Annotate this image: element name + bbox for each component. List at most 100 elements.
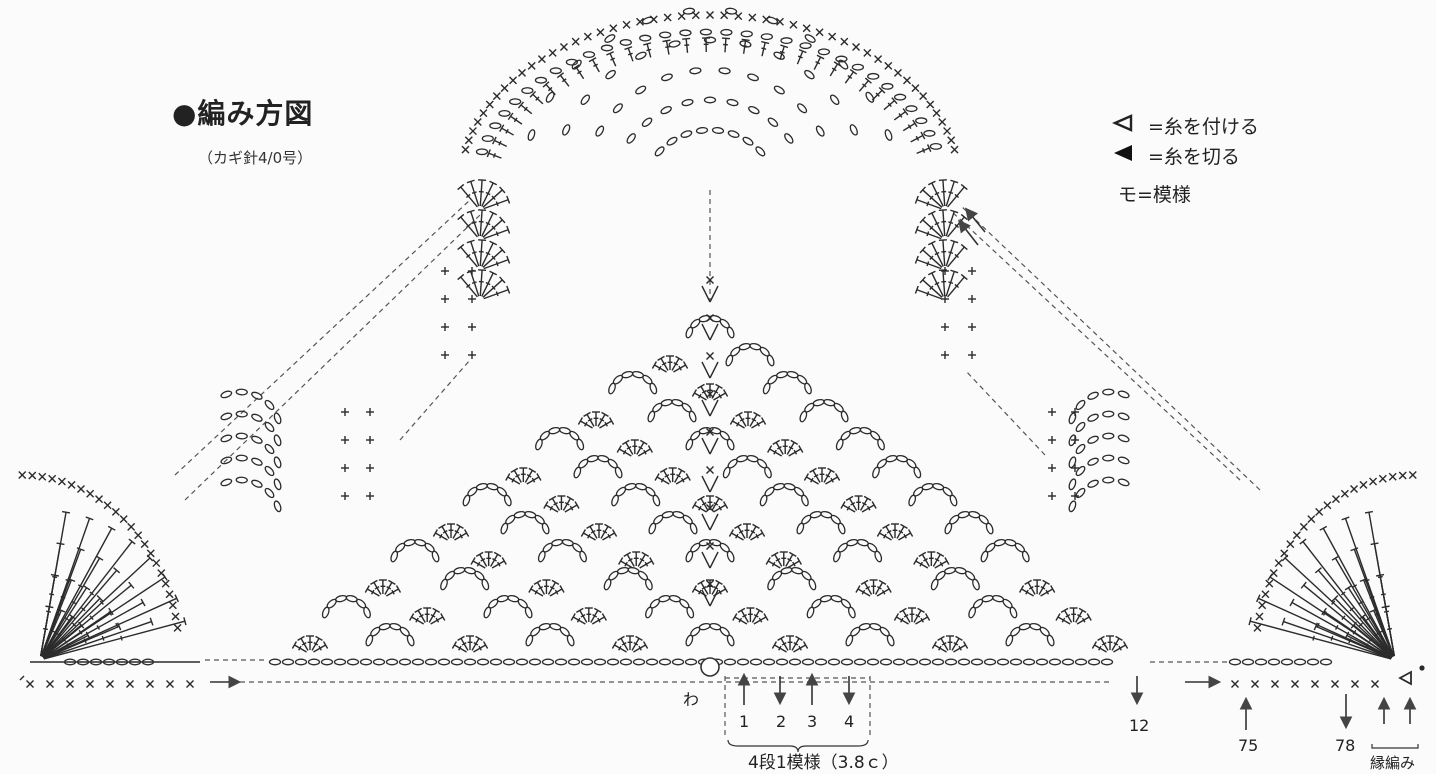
open-triangle-icon	[1112, 114, 1148, 137]
chain-stitch	[816, 659, 827, 665]
chain-stitch	[685, 326, 694, 338]
chain-stitch	[530, 659, 541, 665]
dashed-guide	[960, 205, 1260, 490]
row-label-78: 78	[1335, 736, 1355, 755]
double-crochet-bar	[1376, 575, 1384, 576]
chain-stitch	[709, 623, 721, 631]
double-crochet-tick	[472, 192, 477, 193]
double-crochet-bar	[529, 586, 533, 593]
double-crochet-bar	[1345, 586, 1352, 590]
double-crochet-bar	[410, 614, 414, 621]
chain-stitch	[500, 522, 509, 534]
double-crochet-bar	[1098, 636, 1105, 640]
chain-stitch	[671, 399, 683, 407]
chain-stitch	[773, 85, 785, 96]
center-v-mark	[710, 476, 718, 492]
double-crochet-bar	[932, 642, 936, 649]
double-crochet-bar	[1371, 543, 1379, 544]
chain-stitch	[849, 124, 859, 136]
chain-stitch	[669, 40, 681, 48]
chain-stitch	[1118, 412, 1130, 421]
chain-stitch	[648, 522, 657, 534]
chain-stitch	[755, 145, 767, 157]
double-crochet-tick	[923, 148, 925, 152]
chain-stitch	[1118, 434, 1130, 443]
row-label-1: 1	[739, 712, 749, 731]
chain-stitch	[796, 102, 808, 114]
chain-stitch	[820, 511, 832, 519]
chain-stitch	[933, 659, 944, 665]
chain-stitch	[640, 35, 651, 41]
double-crochet-bar	[96, 556, 103, 560]
double-crochet-bar	[919, 552, 926, 556]
chain-stitch	[527, 129, 536, 141]
chain-stitch	[865, 91, 876, 103]
chain-stitch	[799, 410, 808, 422]
chain-stitch	[537, 550, 546, 562]
double-crochet-bar	[581, 530, 585, 537]
double-crochet-bar	[939, 240, 947, 241]
chain-stitch	[251, 457, 263, 467]
double-crochet-bar	[478, 180, 486, 181]
double-crochet-bar	[370, 580, 377, 584]
double-crochet-bar	[909, 530, 913, 537]
chain-stitch	[1075, 487, 1087, 499]
start-dot	[1419, 665, 1424, 670]
chain-stitch	[236, 389, 247, 395]
double-crochet-bar	[415, 608, 422, 612]
chain-stitch	[666, 136, 678, 147]
chain-stitch	[857, 539, 869, 547]
center-v-mark	[702, 552, 710, 568]
chain-stitch	[747, 455, 759, 463]
double-crochet-stem	[943, 210, 945, 236]
chain-stitch	[490, 123, 501, 129]
center-v-mark	[710, 552, 718, 568]
chain-stitch	[946, 659, 957, 665]
double-crochet-bar	[613, 530, 617, 537]
double-crochet-bar	[57, 543, 65, 544]
chain-stitch	[1087, 479, 1099, 489]
chain-stitch	[829, 659, 840, 665]
chain-stitch	[389, 623, 401, 631]
double-crochet-bar	[918, 608, 925, 612]
edging-label: 縁編み	[1370, 752, 1415, 773]
chain-stitch	[855, 659, 866, 665]
double-crochet-bar	[901, 524, 908, 528]
double-crochet-tick	[472, 282, 477, 283]
double-crochet-bar	[733, 614, 737, 621]
chain-stitch	[296, 659, 307, 665]
double-crochet-tick	[486, 252, 490, 254]
double-crochet-stem	[471, 211, 479, 236]
chain-stitch	[607, 382, 616, 394]
double-crochet-bar	[796, 636, 803, 640]
center-v-mark	[702, 476, 710, 492]
chain-stitch	[868, 74, 879, 80]
chain-stitch	[626, 132, 637, 144]
chain-stitch	[823, 399, 835, 407]
double-crochet-bar	[945, 558, 949, 565]
chain-stitch	[464, 567, 476, 575]
double-crochet-bar	[534, 580, 541, 584]
chain-stitch	[634, 659, 645, 665]
dashed-guide	[400, 360, 470, 440]
double-crochet-bar	[552, 580, 559, 584]
chain-stitch	[462, 494, 471, 506]
double-crochet-bar	[1061, 608, 1068, 612]
double-crochet-bar	[478, 270, 486, 271]
hook-size-note: （カギ針4/0号）	[198, 147, 312, 168]
chain-stitch	[309, 659, 320, 665]
repeat-label: 4段1模様（3.8ｃ）	[748, 748, 899, 773]
double-crochet-bar	[716, 496, 723, 500]
chain-stitch	[1011, 659, 1022, 665]
chain-stitch	[721, 30, 732, 36]
chain-stitch	[611, 494, 620, 506]
double-crochet-bar	[877, 530, 881, 537]
center-v-mark	[702, 438, 710, 454]
chain-stitch	[660, 659, 671, 665]
chain-stitch	[669, 595, 681, 603]
double-crochet-bar	[1025, 580, 1032, 584]
double-crochet-bar	[549, 496, 556, 500]
dashed-guide	[175, 200, 470, 475]
chain-stitch	[998, 659, 1009, 665]
chain-stitch	[685, 438, 694, 450]
